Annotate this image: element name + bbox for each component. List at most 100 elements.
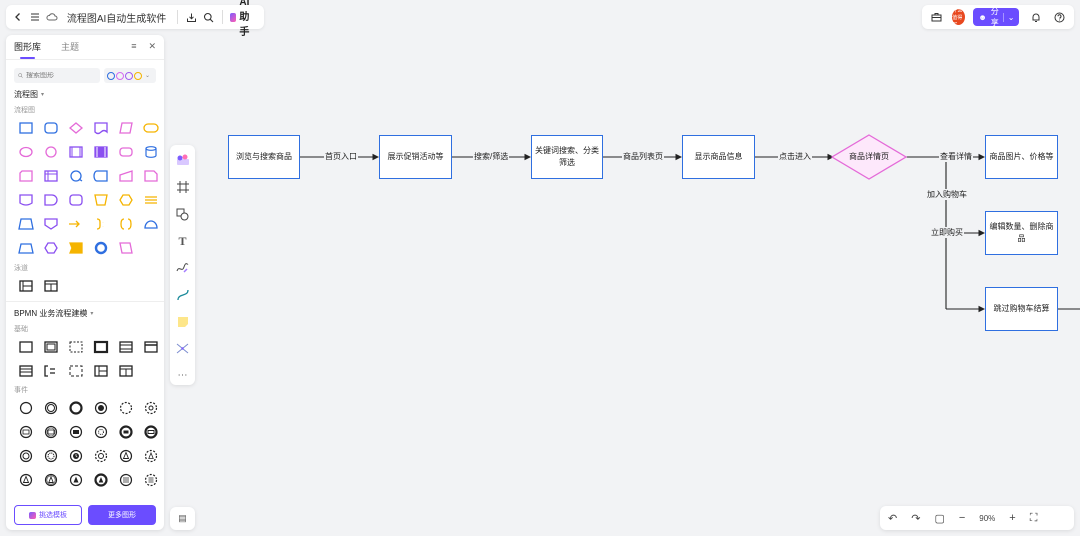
pick-template-button[interactable]: 挑选模板 <box>14 505 82 525</box>
redo-icon[interactable]: ↷ <box>911 512 921 525</box>
connector-icon[interactable] <box>174 285 192 304</box>
skewed-rect-shape[interactable] <box>113 239 138 257</box>
zoom-out-icon[interactable]: − <box>958 512 966 524</box>
bpmn-signal-end-shape[interactable] <box>88 471 113 489</box>
more-shapes-button[interactable]: 更多图形 <box>88 505 156 525</box>
bpmn-h-lane-shape[interactable] <box>88 362 113 380</box>
frame-icon[interactable] <box>174 178 192 197</box>
bpmn-timer-dashed-shape[interactable] <box>88 423 113 441</box>
database-shape[interactable] <box>138 143 163 161</box>
bpmn-timer-throw-shape[interactable] <box>63 447 88 465</box>
decision-node-shape[interactable] <box>830 134 908 180</box>
bpmn-timer-noninterrupting-shape[interactable] <box>88 447 113 465</box>
bpmn-subprocess-shape[interactable] <box>38 338 63 356</box>
tab-theme[interactable]: 主题 <box>61 42 80 52</box>
rounded-rect-shape[interactable] <box>38 119 63 137</box>
color-filter[interactable]: ⌄ <box>104 68 156 83</box>
bpmn-task-shape[interactable] <box>13 338 38 356</box>
mindmap-icon[interactable] <box>174 339 192 358</box>
flow-node-promotion[interactable]: 展示促销活动等 <box>379 135 452 179</box>
bpmn-terminate-event-shape[interactable] <box>88 399 113 417</box>
bpmn-conditional-event-shape[interactable] <box>13 471 38 489</box>
search-icon[interactable] <box>202 7 215 27</box>
trapezoid-shape[interactable] <box>13 215 38 233</box>
bpmn-v-lane-shape[interactable] <box>113 362 138 380</box>
bpmn-noninterrupting-event-shape[interactable] <box>113 399 138 417</box>
rect-shape[interactable] <box>13 119 38 137</box>
bpmn-timer-event-shape[interactable] <box>13 447 38 465</box>
manual-input-shape[interactable] <box>113 167 138 185</box>
edge-label[interactable]: 首页入口 <box>324 151 358 162</box>
bpmn-group-shape[interactable] <box>63 338 88 356</box>
pen-icon[interactable] <box>174 259 192 278</box>
diamond-shape[interactable] <box>63 119 88 137</box>
predefined-shape[interactable] <box>88 143 113 161</box>
flag-shape[interactable] <box>63 239 88 257</box>
circle-shape[interactable] <box>38 143 63 161</box>
flowchart-diagram[interactable]: 浏览与搜索商品 展示促销活动等 关键词搜索、分类筛选 显示商品信息 商品详情页 … <box>200 120 1080 340</box>
card-shape[interactable] <box>13 167 38 185</box>
bpmn-conditional-intermediate-shape[interactable] <box>38 471 63 489</box>
bell-icon[interactable] <box>1027 7 1043 27</box>
fit-screen-icon[interactable]: ▢ <box>934 512 945 525</box>
search-input[interactable] <box>26 72 96 79</box>
bpmn-message-intermediate-shape[interactable] <box>38 423 63 441</box>
flow-node-edit-cart[interactable]: 编辑数量、删除商品 <box>985 211 1058 255</box>
bpmn-dashed-group-shape[interactable] <box>63 362 88 380</box>
color-dot-blue[interactable] <box>107 71 115 80</box>
stored-data-shape[interactable] <box>88 167 113 185</box>
sequential-data-shape[interactable] <box>63 167 88 185</box>
note-shape[interactable] <box>138 167 163 185</box>
alt-process-shape[interactable] <box>113 143 138 161</box>
bpmn-escalation-event-shape[interactable] <box>113 447 138 465</box>
share-button[interactable]: ☻ 分享 ⌄ <box>973 7 1020 27</box>
bpmn-message-end-outline-shape[interactable] <box>138 423 163 441</box>
flow-node-browse[interactable]: 浏览与搜索商品 <box>228 135 300 179</box>
download-icon[interactable] <box>185 7 198 27</box>
annotation-shape[interactable] <box>138 191 163 209</box>
bpmn-end-event-shape[interactable] <box>63 399 88 417</box>
bpmn-gear-event-shape[interactable] <box>38 447 63 465</box>
color-dot-purple[interactable] <box>125 71 133 80</box>
arrow-shape[interactable] <box>63 215 88 233</box>
flow-node-skip-cart[interactable]: 跳过购物车结算 <box>985 287 1058 331</box>
bpmn-annotation-shape[interactable] <box>38 362 63 380</box>
bpmn-table-shape[interactable] <box>13 362 38 380</box>
loop-limit-shape[interactable] <box>13 239 38 257</box>
bpmn-section-title[interactable]: BPMN 业务流程建模 ▾ <box>14 308 156 319</box>
bpmn-message-throw-shape[interactable] <box>63 423 88 441</box>
offpage-shape[interactable] <box>38 215 63 233</box>
edge-label[interactable]: 搜索/筛选 <box>473 151 510 162</box>
rounded-process-shape[interactable] <box>63 191 88 209</box>
brace-right-shape[interactable] <box>88 215 113 233</box>
subprocess-shape[interactable] <box>63 143 88 161</box>
tab-shape-library[interactable]: 图形库 <box>14 35 41 59</box>
bpmn-signal-throw-shape[interactable] <box>63 471 88 489</box>
edge-label[interactable]: 点击进入 <box>778 151 812 162</box>
ai-assistant-button[interactable]: AI助手 <box>229 0 259 38</box>
delay-shape[interactable] <box>38 191 63 209</box>
parallelogram-shape[interactable] <box>113 119 138 137</box>
bpmn-link-noninterrupting-shape[interactable] <box>138 471 163 489</box>
bpmn-noninterrupting-intermediate-shape[interactable] <box>138 399 163 417</box>
flow-node-detail-page[interactable]: 商品详情页 <box>849 152 889 161</box>
flowchart-section-title[interactable]: 流程图 ▾ <box>14 89 156 100</box>
close-icon[interactable]: ✕ <box>148 41 156 51</box>
bpmn-message-event-shape[interactable] <box>13 423 38 441</box>
shapes-icon[interactable] <box>174 205 192 224</box>
flow-node-search[interactable]: 关键词搜索、分类筛选 <box>531 135 603 179</box>
document-shape[interactable] <box>88 119 113 137</box>
minimap-icon[interactable]: ▤ <box>170 507 195 530</box>
chevron-down-icon[interactable]: ⌄ <box>1002 12 1014 22</box>
color-dot-pink[interactable] <box>116 71 124 80</box>
bpmn-link-event-shape[interactable] <box>113 471 138 489</box>
terminator-shape[interactable] <box>138 119 163 137</box>
flow-node-product-images[interactable]: 商品图片、价格等 <box>985 135 1058 179</box>
text-icon[interactable]: T <box>178 233 187 248</box>
theme-palette-icon[interactable] <box>174 151 192 170</box>
edge-label[interactable]: 立即购买 <box>930 227 964 238</box>
flow-node-product-info[interactable]: 显示商品信息 <box>682 135 755 179</box>
more-icon[interactable]: ⋯ <box>177 370 188 382</box>
zoom-level[interactable]: 90% <box>979 513 996 523</box>
vertical-lane-shape[interactable] <box>38 277 63 295</box>
